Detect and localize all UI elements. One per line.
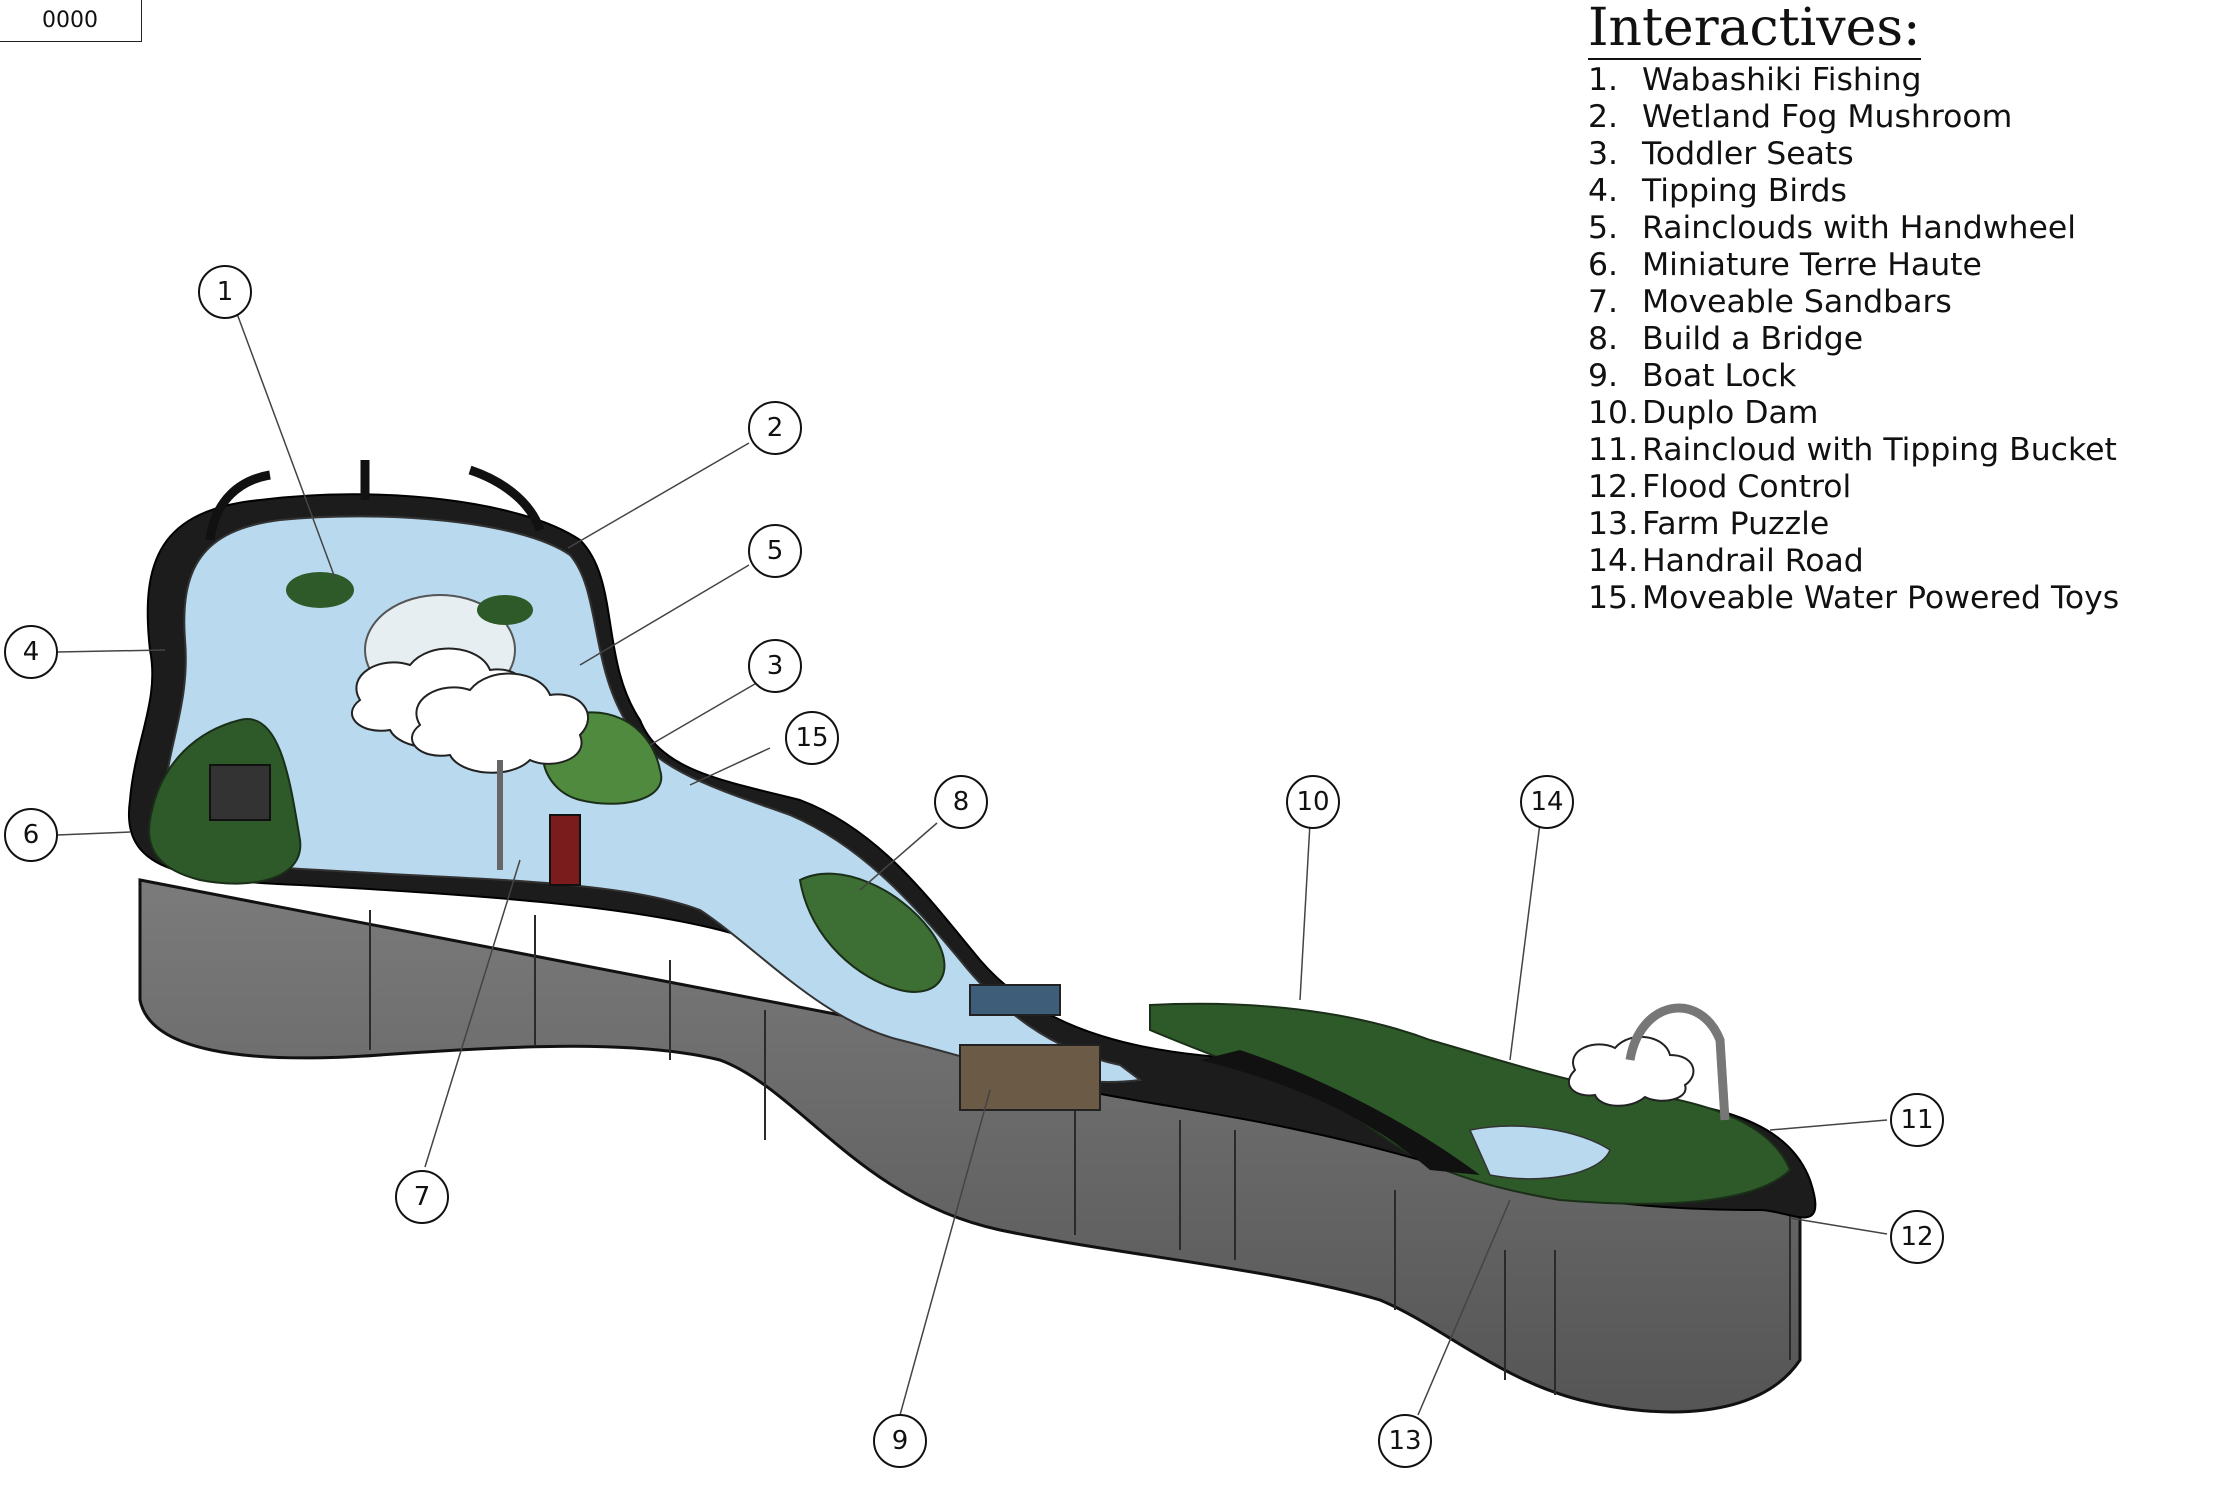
- legend-item-number: 11.: [1588, 432, 1639, 468]
- dam-channel: [1200, 1050, 1480, 1175]
- tipping-bucket-arm: [1625, 1003, 1730, 1121]
- legend-item-label: Toddler Seats: [1642, 136, 1854, 172]
- legend-item-label: Moveable Sandbars: [1642, 284, 1952, 320]
- raincloud-3: [1567, 1035, 1695, 1107]
- callout-1-label: 1: [217, 277, 234, 307]
- miniature-city: [209, 764, 271, 821]
- callout-11-label: 11: [1900, 1105, 1933, 1135]
- callout-12: 12: [1890, 1210, 1944, 1264]
- callout-9-label: 9: [892, 1426, 909, 1456]
- legend-item-label: Rainclouds with Handwheel: [1642, 210, 2076, 246]
- legend-title: Interactives:: [1588, 0, 1921, 60]
- callout-8-label: 8: [953, 787, 970, 817]
- legend-item-number: 5.: [1588, 210, 1619, 246]
- legend-item: 10.Duplo Dam: [1588, 395, 2188, 432]
- callout-13: 13: [1378, 1414, 1432, 1468]
- callout-4: 4: [4, 625, 58, 679]
- legend-item: 1. Wabashiki Fishing: [1588, 62, 2188, 99]
- legend-item: 5. Rainclouds with Handwheel: [1588, 210, 2188, 247]
- callout-6-label: 6: [23, 820, 40, 850]
- legend-item-number: 1.: [1588, 62, 1619, 98]
- lily-pad-2: [477, 595, 533, 625]
- legend-item: 9. Boat Lock: [1588, 358, 2188, 395]
- callout-3: 3: [748, 639, 802, 693]
- sheet-code-text: 0000: [42, 7, 98, 33]
- callout-11: 11: [1890, 1093, 1944, 1147]
- handles: [205, 460, 545, 541]
- legend-item-label: Wabashiki Fishing: [1642, 62, 1922, 98]
- legend-item-label: Farm Puzzle: [1642, 506, 1830, 542]
- legend-item-number: 12.: [1588, 469, 1639, 505]
- legend-item-number: 15.: [1588, 580, 1639, 616]
- callout-14-label: 14: [1530, 787, 1563, 817]
- raincloud-2: [410, 672, 590, 774]
- flood-control-water: [1468, 1125, 1611, 1180]
- callout-12-label: 12: [1900, 1222, 1933, 1252]
- legend-list: 1. Wabashiki Fishing 2. Wetland Fog Mushro…: [1588, 62, 2188, 617]
- callout-14: 14: [1520, 775, 1574, 829]
- legend-item-label: Miniature Terre Haute: [1642, 247, 1982, 283]
- legend-item: 13.Farm Puzzle: [1588, 506, 2188, 543]
- callout-1: 1: [198, 265, 252, 319]
- lily-pad-1: [286, 572, 354, 608]
- callout-10: 10: [1286, 775, 1340, 829]
- callout-2: 2: [748, 401, 802, 455]
- legend-item-label: Moveable Water Powered Toys: [1642, 580, 2120, 616]
- legend-item: 11.Raincloud with Tipping Bucket: [1588, 432, 2188, 469]
- callout-7-label: 7: [414, 1182, 431, 1212]
- legend-item-number: 2.: [1588, 99, 1619, 135]
- boat-lock: [959, 1044, 1101, 1111]
- callout-6: 6: [4, 808, 58, 862]
- callout-5: 5: [748, 524, 802, 578]
- callout-15: 15: [785, 711, 839, 765]
- callout-2-label: 2: [767, 413, 784, 443]
- legend-item-number: 7.: [1588, 284, 1619, 320]
- legend-item-label: Tipping Birds: [1642, 173, 1847, 209]
- legend-item: 14.Handrail Road: [1588, 543, 2188, 580]
- legend-item-label: Flood Control: [1642, 469, 1852, 505]
- legend-item-label: Duplo Dam: [1642, 395, 1819, 431]
- legend-item: 8. Build a Bridge: [1588, 321, 2188, 358]
- legend-item-number: 6.: [1588, 247, 1619, 283]
- legend-item: 7. Moveable Sandbars: [1588, 284, 2188, 321]
- legend-item: 4. Tipping Birds: [1588, 173, 2188, 210]
- legend-item-number: 3.: [1588, 136, 1619, 172]
- callout-5-label: 5: [767, 536, 784, 566]
- callout-4-label: 4: [23, 637, 40, 667]
- sheet-code-box: 0000: [0, 0, 142, 42]
- middle-land: [798, 872, 946, 993]
- legend-item: 12.Flood Control: [1588, 469, 2188, 506]
- legend-item-number: 14.: [1588, 543, 1639, 579]
- legend-item-number: 9.: [1588, 358, 1619, 394]
- handwheel-post: [549, 814, 581, 886]
- legend-item: 2. Wetland Fog Mushroom: [1588, 99, 2188, 136]
- legend-item-number: 10.: [1588, 395, 1639, 431]
- legend-item-label: Build a Bridge: [1642, 321, 1864, 357]
- legend-item-number: 4.: [1588, 173, 1619, 209]
- legend-item-number: 8.: [1588, 321, 1619, 357]
- wall-panel-seams: [369, 910, 1791, 1395]
- table-side-wall: [138, 878, 1802, 1414]
- legend-item-label: Boat Lock: [1642, 358, 1797, 394]
- callout-9: 9: [873, 1414, 927, 1468]
- callout-15-label: 15: [795, 723, 828, 753]
- callout-7: 7: [395, 1170, 449, 1224]
- bridge-panel: [969, 984, 1061, 1016]
- leader-lines: [56, 291, 1888, 1416]
- legend-item-label: Handrail Road: [1642, 543, 1864, 579]
- callout-13-label: 13: [1388, 1426, 1421, 1456]
- callout-10-label: 10: [1296, 787, 1329, 817]
- callout-8: 8: [934, 775, 988, 829]
- legend-item: 15.Moveable Water Powered Toys: [1588, 580, 2188, 617]
- legend-item: 6. Miniature Terre Haute: [1588, 247, 2188, 284]
- callout-3-label: 3: [767, 651, 784, 681]
- legend-item-label: Raincloud with Tipping Bucket: [1642, 432, 2117, 468]
- interactives-legend: Interactives: 1. Wabashiki Fishing 2. Wetl…: [1588, 0, 2188, 617]
- legend-item-label: Wetland Fog Mushroom: [1642, 99, 2013, 135]
- legend-item: 3. Toddler Seats: [1588, 136, 2188, 173]
- legend-item-number: 13.: [1588, 506, 1639, 542]
